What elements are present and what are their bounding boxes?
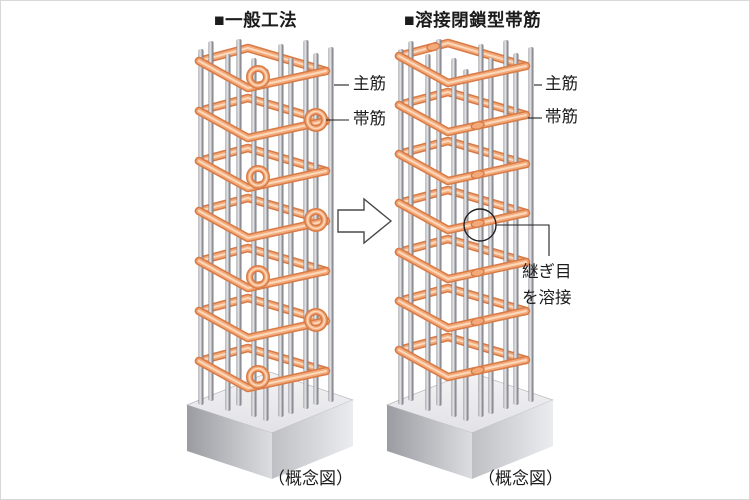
label-hoop-bar-right: 帯筋 <box>545 108 578 126</box>
weld-joint-note-line2: を溶接 <box>522 289 572 307</box>
left-caption: （概念図） <box>268 469 353 488</box>
rebar-column-welded <box>385 38 555 479</box>
label-main-bar-right: 主筋 <box>545 75 578 93</box>
weld-spot <box>470 366 485 375</box>
label-hoop-bar-left: 帯筋 <box>353 110 386 128</box>
weld-spot <box>470 170 485 179</box>
rebar-column-conventional <box>185 39 355 479</box>
weld-spot <box>470 317 485 326</box>
weld-joint-circle <box>463 208 550 256</box>
weld-joint-note: 継ぎ目 を溶接 <box>522 259 572 311</box>
weld-spot <box>470 219 485 228</box>
leader-lines <box>326 84 542 121</box>
label-main-bar-left: 主筋 <box>353 75 386 93</box>
right-method-title: ■溶接閉鎖型帯筋 <box>404 10 542 30</box>
weld-spot <box>426 42 441 52</box>
weld-spot <box>470 268 485 277</box>
weld-spot <box>470 121 485 130</box>
right-caption: （概念図） <box>478 469 563 488</box>
weld-joint-note-line1: 継ぎ目 <box>522 263 572 281</box>
left-method-title: ■一般工法 <box>214 10 298 30</box>
transform-arrow-icon <box>337 197 393 245</box>
